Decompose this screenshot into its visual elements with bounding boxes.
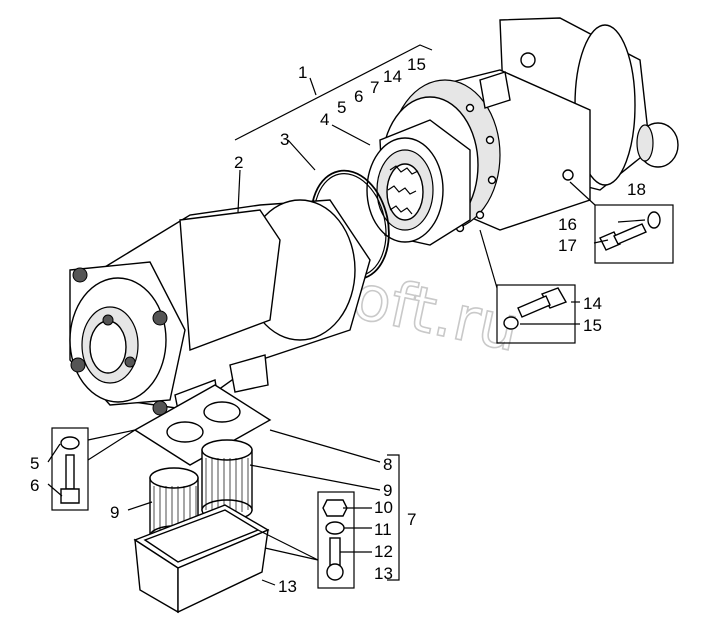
- callout-15-top: 15: [407, 55, 426, 74]
- washer-5: [60, 436, 80, 450]
- callout-13-right: 13: [374, 564, 393, 583]
- callout-9-left: 9: [110, 503, 119, 522]
- callout-1: 1: [298, 63, 307, 82]
- bolt-14: [517, 287, 568, 318]
- plug: [636, 122, 679, 168]
- fastener-box-5-6: [51, 427, 89, 511]
- callout-14-top: 14: [383, 67, 402, 86]
- callout-10: 10: [374, 498, 393, 517]
- callout-7-top: 7: [370, 78, 379, 97]
- fastener-box-10-13: [317, 491, 355, 589]
- callout-13-bottom: 13: [278, 577, 297, 596]
- callout-labels: 1 2 3 4 5 6 7 14 15 16 17 18 14 15 5 6 8…: [30, 55, 646, 596]
- bolt-17: [599, 223, 647, 251]
- callout-4: 4: [320, 110, 329, 129]
- callout-15: 15: [583, 316, 602, 335]
- nut-10: [322, 499, 348, 517]
- splined-coupling: [366, 119, 471, 246]
- callout-6-top: 6: [354, 87, 363, 106]
- fastener-box-16-17: [594, 204, 674, 264]
- callout-8: 8: [383, 455, 392, 474]
- washer-16: [647, 211, 661, 229]
- callout-12: 12: [374, 542, 393, 561]
- fastener-box-14-15: [496, 284, 576, 344]
- leader-lines: [47, 44, 646, 586]
- callout-14: 14: [583, 294, 602, 313]
- callout-3: 3: [280, 130, 289, 149]
- callout-11: 11: [374, 520, 392, 539]
- callout-2: 2: [234, 153, 243, 172]
- callout-5: 5: [30, 454, 39, 473]
- washer-11: [325, 521, 345, 535]
- callout-16: 16: [558, 215, 577, 234]
- main-housing: [69, 199, 371, 421]
- bolt-6: [60, 454, 80, 504]
- stud-12: [326, 537, 344, 581]
- callout-18: 18: [627, 180, 646, 199]
- filter-sump: [133, 504, 270, 614]
- callout-5-top: 5: [337, 98, 346, 117]
- gasket: [133, 384, 272, 466]
- callout-7: 7: [407, 510, 416, 529]
- callout-17: 17: [558, 236, 577, 255]
- callout-9-right: 9: [383, 481, 392, 500]
- housing-cover-bolts: [70, 267, 168, 416]
- callout-6: 6: [30, 476, 39, 495]
- washer-15: [503, 316, 519, 330]
- housing-bolt-holes: [455, 103, 497, 233]
